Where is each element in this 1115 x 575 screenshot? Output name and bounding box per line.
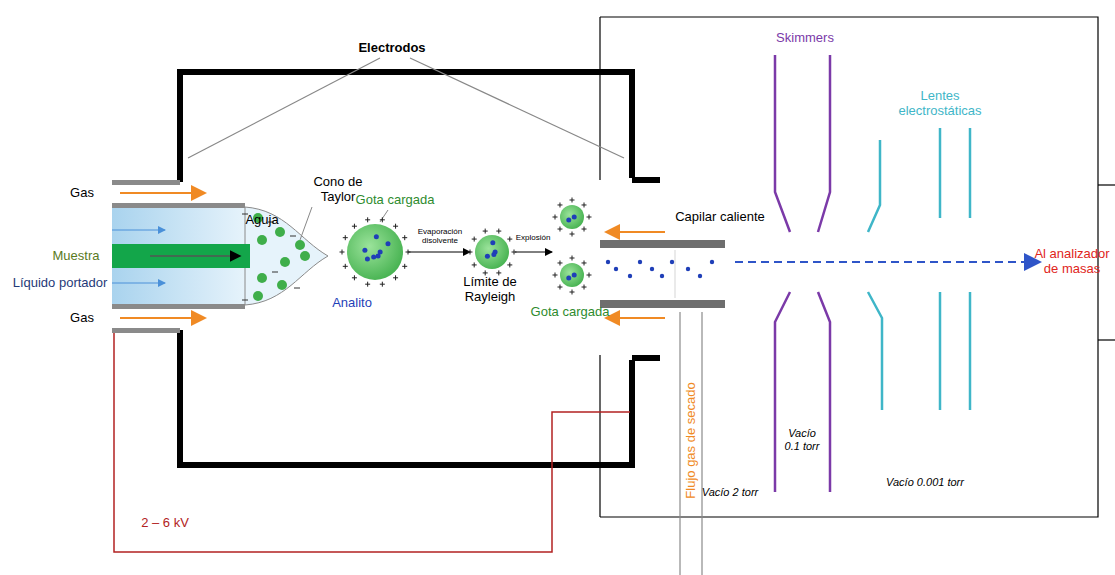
hv-wire [114, 333, 630, 552]
analyte-dot [385, 241, 390, 246]
skimmers [775, 55, 830, 492]
heated-capillary [600, 232, 725, 318]
charge-sign [570, 290, 575, 295]
analyte-dot [490, 240, 495, 245]
charge-sign [553, 215, 558, 220]
explosion-label: Explosión [508, 233, 558, 242]
electrode-leaders [188, 58, 624, 158]
analyte-dot [365, 256, 370, 261]
capillary-label: Capilar caliente [665, 210, 775, 225]
skimmer-label: Skimmers [760, 31, 850, 46]
charge-sign [483, 229, 488, 234]
analyte-dot [660, 274, 664, 278]
charge-sign [587, 273, 592, 278]
analyte-dot [710, 260, 714, 264]
analyte-dot [374, 234, 379, 239]
analyte-dot [371, 254, 376, 259]
sample-label: Muestra [41, 249, 111, 264]
evaporation-label: Evaporación disolvente [400, 227, 480, 245]
charge-sign [393, 224, 398, 229]
charge-sign [557, 202, 562, 207]
analyte-dot [614, 267, 618, 271]
charge-sign [582, 260, 587, 265]
vacuum-label: Vacío 0.1 torr [782, 427, 822, 452]
charge-sign [582, 285, 587, 290]
charge-sign [380, 217, 385, 222]
needle-assembly [112, 180, 328, 333]
charge-sign [365, 217, 370, 222]
charge-sign [402, 264, 407, 269]
ion-beam [735, 261, 1040, 263]
analyte-label: Analito [317, 296, 387, 311]
drying-gas-label: Flujo gas de secado [684, 340, 699, 540]
charge-sign [512, 250, 517, 255]
droplet-label: Gota cargada [525, 305, 615, 320]
analyte-dot [686, 267, 690, 271]
carrier-label: Líquido portador [5, 276, 115, 291]
analyte-dot [572, 273, 577, 278]
charge-sign [352, 224, 357, 229]
charge-sign [340, 250, 345, 255]
vacuum-housing [600, 17, 1115, 517]
analyte-dot [670, 260, 674, 264]
analyte-dot [566, 217, 571, 222]
charge-sign [587, 215, 592, 220]
analyte-dot [362, 248, 367, 253]
analyte-dot [638, 260, 642, 264]
analyte-dot [485, 254, 490, 259]
needle-label: Aguja [237, 213, 287, 228]
electrode-label: Electrodos [332, 41, 452, 56]
ion-stream [606, 260, 714, 278]
analyte-dot [566, 275, 571, 280]
gas-label: Gas [62, 186, 102, 201]
voltage-label: 2 – 6 kV [125, 516, 205, 531]
charge-sign [472, 262, 477, 267]
vacuum-label: Vacío 0.001 torr [860, 476, 990, 489]
charge-sign [402, 235, 407, 240]
charge-sign [496, 229, 501, 234]
charge-sign [507, 237, 512, 242]
rayleigh-label: Límite de Rayleigh [455, 275, 525, 305]
charge-sign [570, 232, 575, 237]
charge-sign [352, 275, 357, 280]
charge-sign [570, 198, 575, 203]
analyte-dot [698, 274, 702, 278]
analyte-dot [650, 267, 654, 271]
charge-sign [406, 250, 411, 255]
vacuum-label: Vacío 2 torr [680, 486, 780, 499]
analyzer-label: Al analizador de masas [1032, 247, 1112, 277]
gas-label: Gas [62, 311, 102, 326]
charge-sign [380, 282, 385, 287]
charge-sign [507, 262, 512, 267]
charge-sign [557, 285, 562, 290]
charge-sign [557, 227, 562, 232]
analyte-dot [628, 274, 632, 278]
charge-sign [582, 202, 587, 207]
charge-sign [582, 227, 587, 232]
analyte-dot [376, 254, 381, 259]
analyte-dot [606, 260, 610, 264]
electrostatic-lenses [868, 128, 970, 410]
drying-gas-tube [680, 312, 702, 575]
charge-sign [570, 256, 575, 261]
charge-sign [472, 237, 477, 242]
analyte-dot [491, 252, 496, 257]
droplet-label: Gota cargada [350, 193, 440, 208]
charge-sign [557, 260, 562, 265]
charge-sign [343, 264, 348, 269]
analyte-dot [572, 215, 577, 220]
source-chamber [180, 72, 660, 465]
charge-sign [343, 235, 348, 240]
charge-sign [468, 250, 473, 255]
charge-sign [553, 273, 558, 278]
charge-sign [393, 275, 398, 280]
lens-label: Lentes electrostáticas [885, 89, 995, 119]
charge-sign [365, 282, 370, 287]
